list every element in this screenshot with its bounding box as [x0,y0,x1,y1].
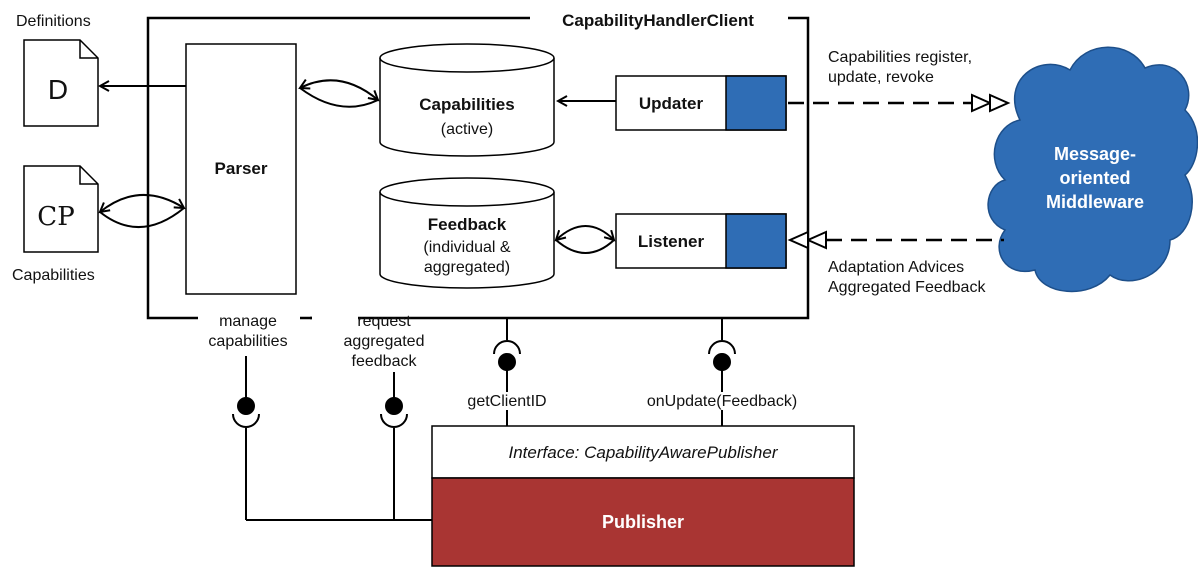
parser-capabilities-doc-link [100,194,184,229]
get-client-id-label: getClientID [467,393,546,410]
parser-box [185,43,297,295]
manage-label-2: capabilities [208,333,287,350]
request-label-2: aggregated [344,333,425,350]
publisher-label: Publisher [602,512,684,532]
definitions-label: Definitions [16,13,91,30]
middleware-line3: Middleware [1046,192,1144,212]
capabilities-store [379,43,555,157]
on-update-socket [708,318,736,426]
manage-label-1: manage [219,313,277,330]
feedback-store-subtitle-2: aggregated) [424,259,510,276]
updater-port [725,75,787,131]
listener-feedback-link [556,225,614,254]
get-client-id-socket [493,318,521,426]
middleware-line2: oriented [1059,168,1130,188]
publisher-box [431,477,855,567]
outgoing-message-line1: Capabilities register, [828,49,972,66]
listener-label: Listener [638,232,705,251]
definitions-glyph: D [48,74,68,105]
capabilities-document: CP [23,165,99,253]
incoming-message-line1: Adaptation Advices [828,259,964,276]
feedback-store [379,177,555,289]
capabilities-doc-label: Capabilities [12,267,95,284]
updater-label: Updater [639,94,704,113]
listener-port [725,213,787,269]
middleware-cloud [987,46,1198,293]
request-feedback-socket [380,372,408,520]
parser-capabilities-store-link [300,80,378,108]
publisher-interface-box [431,425,855,479]
request-label-3: feedback [352,353,418,370]
middleware-to-listener-arrow [787,230,1004,250]
updater-to-middleware-arrow [788,93,1011,113]
manage-capabilities-socket [232,356,434,521]
container-title: CapabilityHandlerClient [562,11,754,30]
definitions-document: D [23,39,99,127]
on-update-label: onUpdate(Feedback) [647,393,797,410]
capabilities-store-subtitle: (active) [441,121,493,138]
incoming-message-line2: Aggregated Feedback [828,279,986,296]
parser-label: Parser [215,159,268,178]
feedback-store-subtitle-1: (individual & [423,239,510,256]
outgoing-message-line2: update, revoke [828,69,934,86]
capabilities-store-title: Capabilities [419,95,514,114]
publisher-interface-label: Interface: CapabilityAwarePublisher [509,443,779,462]
listener-component [615,213,787,269]
capabilities-glyph: CP [37,202,74,232]
feedback-store-title: Feedback [428,215,507,234]
request-label-1: request [357,313,411,330]
frame-gap [312,310,358,326]
middleware-line1: Message- [1054,144,1136,164]
updater-component [615,75,787,131]
